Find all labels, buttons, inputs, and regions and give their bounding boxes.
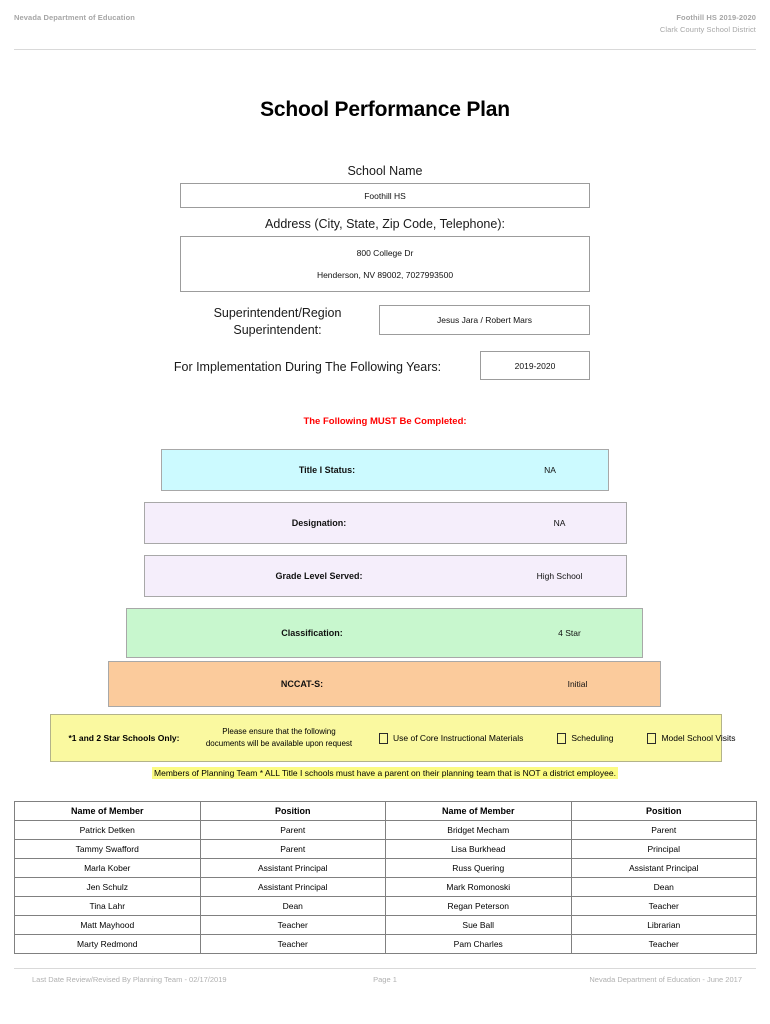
checkbox-label: Use of Core Instructional Materials bbox=[393, 733, 524, 743]
table-cell-name[interactable]: Marty Redmond bbox=[14, 934, 201, 954]
table-cell-position[interactable]: Assistant Principal bbox=[199, 858, 386, 878]
table-cell-name[interactable]: Tammy Swafford bbox=[14, 839, 201, 859]
status-bar-label: Grade Level Served: bbox=[275, 571, 363, 581]
school-name-value: Foothill HS bbox=[364, 190, 406, 201]
school-name-label: School Name bbox=[347, 164, 423, 178]
implementation-years-field[interactable]: 2019-2020 bbox=[480, 351, 590, 380]
star-schools-requirements-box: *1 and 2 Star Schools Only: Please ensur… bbox=[50, 714, 735, 762]
table-cell-position[interactable]: Dean bbox=[570, 877, 757, 897]
table-row: Patrick Detken Parent Bridget Mecham Par… bbox=[14, 820, 757, 840]
planning-team-note: Members of Planning Team * ALL Title I s… bbox=[0, 767, 770, 779]
status-bar-designation[interactable]: Designation: NA bbox=[144, 502, 627, 544]
table-cell-name[interactable]: Lisa Burkhead bbox=[385, 839, 572, 859]
superintendent-value: Jesus Jara / Robert Mars bbox=[437, 315, 532, 325]
table-cell-name[interactable]: Bridget Mecham bbox=[385, 820, 572, 840]
page-header: Nevada Department of Education Foothill … bbox=[0, 10, 770, 50]
status-bar-label: Designation: bbox=[291, 518, 347, 528]
checkbox-core-instructional-materials[interactable]: Use of Core Instructional Materials bbox=[379, 732, 524, 744]
table-row: Marty Redmond Teacher Pam Charles Teache… bbox=[14, 934, 757, 954]
checkbox-label: Scheduling bbox=[571, 733, 614, 743]
table-cell-position[interactable]: Librarian bbox=[570, 915, 757, 935]
planning-team-members-table: Name of Member Position Name of Member P… bbox=[14, 801, 757, 954]
checkbox-label: Model School Visits bbox=[661, 733, 736, 743]
table-header-cell: Position bbox=[199, 801, 386, 821]
table-cell-name[interactable]: Mark Romonoski bbox=[385, 877, 572, 897]
status-bar-value: NA bbox=[553, 518, 566, 528]
header-school-info: Foothill HS 2019-2020 Clark County Schoo… bbox=[660, 13, 756, 34]
table-cell-name[interactable]: Tina Lahr bbox=[14, 896, 201, 916]
table-cell-name[interactable]: Patrick Detken bbox=[14, 820, 201, 840]
header-school-year: Foothill HS 2019-2020 bbox=[676, 13, 756, 22]
table-cell-position[interactable]: Teacher bbox=[570, 896, 757, 916]
table-row: Marla Kober Assistant Principal Russ Que… bbox=[14, 858, 757, 878]
footer-last-revised: Last Date Review/Revised By Planning Tea… bbox=[32, 975, 227, 984]
star-schools-note-line-2: documents will be available upon request bbox=[205, 739, 353, 748]
table-cell-position[interactable]: Parent bbox=[570, 820, 757, 840]
table-cell-name[interactable]: Russ Quering bbox=[385, 858, 572, 878]
superintendent-label: Superintendent/Region Superintendent: bbox=[213, 306, 342, 337]
table-header-cell: Name of Member bbox=[385, 801, 572, 821]
table-row: Jen Schulz Assistant Principal Mark Romo… bbox=[14, 877, 757, 897]
address-line-1: 800 College Dr bbox=[356, 248, 414, 258]
address-field[interactable]: 800 College Dr Henderson, NV 89002, 7027… bbox=[180, 236, 590, 292]
school-name-field[interactable]: Foothill HS bbox=[180, 183, 590, 208]
footer-page-number: Page 1 bbox=[373, 975, 397, 984]
address-label: Address (City, State, Zip Code, Telephon… bbox=[265, 217, 505, 231]
status-bar-value: NA bbox=[544, 465, 556, 475]
status-bar-nccat-s[interactable]: NCCAT-S: Initial bbox=[108, 661, 661, 707]
table-row: Matt Mayhood Teacher Sue Ball Librarian bbox=[14, 915, 757, 935]
planning-team-note-text: Members of Planning Team * ALL Title I s… bbox=[152, 767, 618, 779]
footer-source: Nevada Department of Education - June 20… bbox=[589, 975, 742, 984]
table-cell-position[interactable]: Teacher bbox=[199, 915, 386, 935]
footer-divider bbox=[14, 968, 756, 969]
table-cell-position[interactable]: Assistant Principal bbox=[199, 877, 386, 897]
star-schools-title: *1 and 2 Star Schools Only: bbox=[68, 733, 180, 743]
table-cell-position[interactable]: Dean bbox=[199, 896, 386, 916]
implementation-years-label: For Implementation During The Following … bbox=[173, 360, 442, 374]
checkbox-scheduling[interactable]: Scheduling bbox=[557, 732, 614, 744]
table-cell-name[interactable]: Matt Mayhood bbox=[14, 915, 201, 935]
header-district: Clark County School District bbox=[659, 25, 756, 34]
table-cell-position[interactable]: Assistant Principal bbox=[570, 858, 757, 878]
address-line-2: Henderson, NV 89002, 7027993500 bbox=[316, 270, 454, 280]
status-bar-title-i-status[interactable]: Title I Status: NA bbox=[161, 449, 609, 491]
implementation-years-value: 2019-2020 bbox=[514, 360, 556, 371]
table-cell-position[interactable]: Teacher bbox=[199, 934, 386, 954]
table-cell-position[interactable]: Teacher bbox=[570, 934, 757, 954]
page-title: School Performance Plan bbox=[260, 98, 510, 121]
status-bar-value: High School bbox=[536, 571, 583, 581]
status-bar-label: Classification: bbox=[281, 628, 343, 638]
status-bar-classification[interactable]: Classification: 4 Star bbox=[126, 608, 643, 658]
table-header-row: Name of Member Position Name of Member P… bbox=[14, 801, 757, 821]
superintendent-field[interactable]: Jesus Jara / Robert Mars bbox=[379, 305, 590, 335]
status-bar-label: Title I Status: bbox=[298, 465, 356, 475]
table-cell-name[interactable]: Sue Ball bbox=[385, 915, 572, 935]
star-schools-note-line-1: Please ensure that the following bbox=[222, 727, 336, 736]
must-be-completed-heading: The Following MUST Be Completed: bbox=[303, 416, 467, 427]
star-schools-note: Please ensure that the following documen… bbox=[189, 726, 369, 750]
status-bar-value: 4 Star bbox=[558, 628, 581, 638]
table-cell-name[interactable]: Marla Kober bbox=[14, 858, 201, 878]
checkbox-icon[interactable] bbox=[379, 732, 388, 744]
status-bar-value: Initial bbox=[567, 679, 588, 689]
table-cell-name[interactable]: Pam Charles bbox=[385, 934, 572, 954]
table-cell-position[interactable]: Parent bbox=[199, 839, 386, 859]
table-cell-name[interactable]: Jen Schulz bbox=[14, 877, 201, 897]
checkbox-icon[interactable] bbox=[557, 732, 567, 744]
status-bar-grade-level-served[interactable]: Grade Level Served: High School bbox=[144, 555, 627, 597]
table-cell-name[interactable]: Regan Peterson bbox=[385, 896, 572, 916]
table-cell-position[interactable]: Parent bbox=[199, 820, 386, 840]
header-agency-name: Nevada Department of Education bbox=[14, 13, 135, 22]
status-bar-label: NCCAT-S: bbox=[280, 679, 324, 689]
checkbox-icon[interactable] bbox=[647, 732, 657, 744]
checkbox-model-school-visits[interactable]: Model School Visits bbox=[647, 732, 736, 744]
table-header-cell: Name of Member bbox=[14, 801, 201, 821]
table-row: Tammy Swafford Parent Lisa Burkhead Prin… bbox=[14, 839, 757, 859]
table-row: Tina Lahr Dean Regan Peterson Teacher bbox=[14, 896, 757, 916]
table-cell-position[interactable]: Principal bbox=[570, 839, 757, 859]
table-header-cell: Position bbox=[570, 801, 757, 821]
page-footer: Last Date Review/Revised By Planning Tea… bbox=[14, 975, 756, 989]
header-divider bbox=[14, 49, 756, 50]
